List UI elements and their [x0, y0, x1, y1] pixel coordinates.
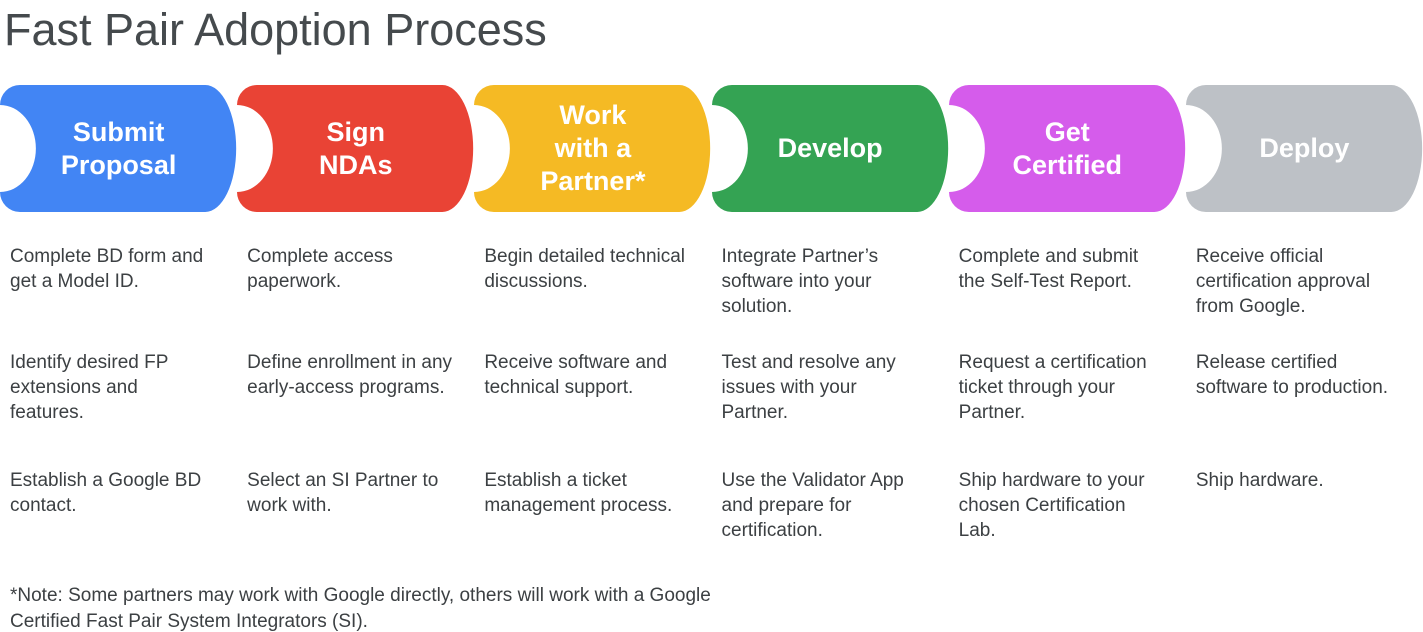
task-get-certified-1: Complete and submit the Self-Test Report…: [958, 246, 1139, 292]
stage-work-with-partner: Work with a Partner*: [474, 85, 711, 212]
stage-chevron-shape: [474, 85, 711, 212]
task-get-certified-3: Ship hardware to your chosen Certificati…: [958, 470, 1145, 541]
stage-develop: Develop: [711, 85, 949, 212]
task-submit-proposal-2: Identify desired FP extensions and featu…: [10, 352, 169, 423]
page-title: Fast Pair Adoption Process: [4, 4, 547, 55]
stage-chevron-fill: [1185, 85, 1423, 212]
stage-submit-proposal: Submit Proposal: [0, 85, 237, 212]
stage-chevron-fill: [711, 85, 948, 212]
task-sign-ndas-3: Select an SI Partner to work with.: [247, 470, 439, 516]
task-develop-1: Integrate Partner’s software into your s…: [721, 246, 879, 317]
stage-chevron-fill: [0, 85, 237, 212]
stage-chevron-shape: [237, 85, 474, 212]
stage-chevron-fill: [948, 85, 1185, 212]
task-deploy-3: Ship hardware.: [1195, 470, 1324, 491]
task-develop-2: Test and resolve any issues with your Pa…: [721, 352, 896, 423]
task-deploy-1: Receive official certification approval …: [1195, 246, 1371, 317]
stage-chevron-shape: [1185, 85, 1423, 212]
stage-chevron-shape: [0, 85, 237, 212]
task-work-with-partner-1: Begin detailed technical discussions.: [484, 246, 686, 292]
task-get-certified-2: Request a certification ticket through y…: [958, 352, 1147, 423]
stage-sign-ndas: Sign NDAs: [237, 85, 474, 212]
task-deploy-2: Release certified software to production…: [1195, 352, 1389, 398]
stage-chevron-shape: [948, 85, 1185, 212]
stage-get-certified: Get Certified: [948, 85, 1186, 212]
stage-chevron-fill: [237, 85, 474, 212]
process-band: Submit Proposal Sign NDAs Work with a Pa…: [0, 85, 1423, 212]
stage-chevron-fill: [474, 85, 711, 212]
task-sign-ndas-1: Complete access paperwork.: [247, 246, 393, 292]
task-work-with-partner-2: Receive software and technical support.: [484, 352, 668, 398]
task-submit-proposal-3: Establish a Google BD contact.: [10, 470, 202, 516]
tasks-grid: Complete BD form and get a Model ID. Com…: [0, 244, 1423, 583]
task-sign-ndas-2: Define enrollment in any early-access pr…: [247, 352, 453, 398]
task-develop-3: Use the Validator App and prepare for ce…: [721, 470, 904, 541]
task-work-with-partner-3: Establish a ticket management process.: [484, 470, 673, 516]
task-submit-proposal-1: Complete BD form and get a Model ID.: [10, 246, 204, 292]
stage-deploy: Deploy: [1185, 85, 1423, 212]
stage-chevron-shape: [711, 85, 948, 212]
footnote: *Note: Some partners may work with Googl…: [10, 585, 711, 632]
